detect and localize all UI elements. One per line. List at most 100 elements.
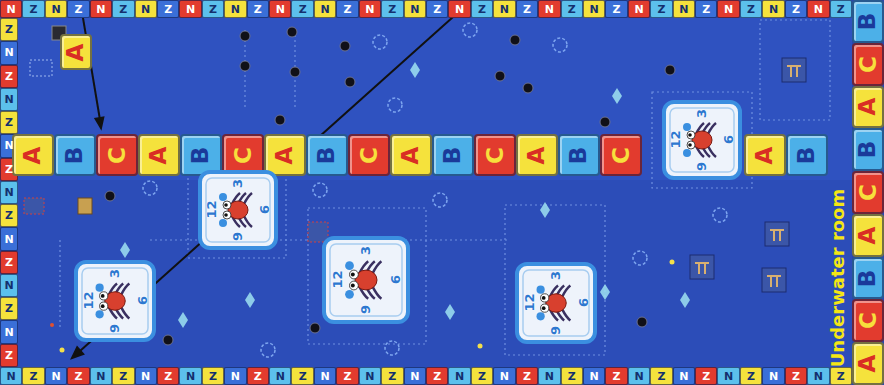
clock-number: 9 [231, 232, 244, 241]
border-tile: Z [22, 0, 44, 18]
gear-icon [553, 38, 567, 52]
tile-letter: Z [119, 4, 127, 15]
crab-claw [683, 149, 691, 157]
tile-letter: Z [5, 117, 13, 128]
gear-icon [143, 181, 157, 195]
tile-letter: N [4, 140, 13, 151]
border-tile: N [628, 0, 650, 18]
clock-crab-box: 12369 [662, 100, 742, 180]
border-tile: N [493, 0, 515, 18]
border-tile: Z [471, 367, 493, 385]
letter-block: C [348, 134, 390, 176]
tile-letter: N [4, 47, 13, 58]
border-tile: N [583, 0, 605, 18]
tile-letter: Z [5, 24, 13, 35]
tile-letter: Z [5, 257, 13, 268]
border-tile: Z [291, 0, 313, 18]
border-tile: N [179, 0, 201, 18]
letter-block: C [852, 299, 884, 342]
letter-block: C [852, 43, 884, 86]
letter-block: A [516, 134, 558, 176]
clock-inner-frame [82, 268, 148, 334]
tile-letter: N [724, 371, 733, 382]
floor-block-glyph [767, 276, 781, 287]
tile-letter: N [410, 371, 419, 382]
border-tile: Z [291, 367, 313, 385]
border-tile: N [0, 0, 22, 18]
crab-claw [537, 286, 545, 294]
crab-leg [708, 123, 716, 134]
gear-icon [433, 193, 447, 207]
sea-mine [240, 31, 250, 41]
border-tile: N [628, 367, 650, 385]
letter-block: B [852, 128, 884, 171]
arrow-head [96, 117, 104, 128]
clock-number: 9 [359, 305, 372, 314]
tile-letter: Z [657, 371, 665, 382]
tile-letter: Z [209, 371, 217, 382]
tile-letter: N [455, 4, 464, 15]
dotted-region [505, 205, 605, 355]
tile-letter: Z [254, 4, 262, 15]
tile-letter: N [96, 371, 105, 382]
tile-letter: B [796, 146, 819, 164]
floor-block [782, 58, 806, 82]
tile-letter: C [856, 312, 879, 329]
border-tile: Z [605, 0, 627, 18]
border-tile: Z [561, 367, 583, 385]
tile-letter: C [105, 147, 128, 164]
tile-letter: N [4, 280, 13, 291]
tile-letter: N [545, 371, 554, 382]
crab-eye [350, 270, 359, 279]
border-tile: Z [247, 367, 269, 385]
crab-leg [708, 146, 716, 157]
sea-mine [510, 35, 520, 45]
tile-letter: C [856, 184, 879, 201]
tile-letter: B [190, 146, 213, 164]
border-tile: N [0, 41, 18, 64]
tile-letter: N [7, 371, 16, 382]
border-tile: N [45, 367, 67, 385]
letter-block: A [852, 214, 884, 257]
letter-block: A [138, 134, 180, 176]
crab-leg [562, 286, 570, 297]
tile-letter: Z [613, 4, 621, 15]
tile-letter: Z [388, 4, 396, 15]
border-tile: Z [785, 367, 807, 385]
crystals [120, 62, 690, 328]
letter-block: A [12, 134, 54, 176]
tile-letter: N [186, 371, 195, 382]
crab-eye [100, 292, 108, 300]
border-tile: N [762, 0, 784, 18]
border-tile: N [314, 0, 336, 18]
tile-letter: A [857, 226, 880, 244]
tile-letter: C [483, 147, 506, 164]
letter-block: C [96, 134, 138, 176]
tile-letter: Z [837, 371, 845, 382]
border-tile: N [224, 0, 246, 18]
crab-leg [244, 216, 252, 227]
clock-number: 6 [722, 135, 735, 144]
crystal [245, 292, 255, 308]
border-tile: Z [830, 0, 852, 18]
dotted-region [188, 162, 286, 258]
clock-number: 12 [205, 201, 218, 219]
tile-letter: B [857, 269, 880, 287]
dotted-track [59, 240, 60, 330]
floor-block [762, 268, 786, 292]
tile-letter: N [590, 371, 599, 382]
tile-letter: N [320, 4, 329, 15]
border-tile: Z [247, 0, 269, 18]
gear-icon [463, 23, 477, 37]
water-floor [18, 18, 852, 367]
border-tile: Z [0, 344, 18, 367]
crab-leg [244, 193, 252, 204]
crab-pupil [351, 273, 355, 277]
tile-letter: Z [344, 4, 352, 15]
border-tile: N [90, 367, 112, 385]
border-tile: N [0, 227, 18, 250]
tile-letter: N [634, 371, 643, 382]
pointer-line [80, 0, 472, 351]
tile-letter: B [857, 141, 880, 159]
